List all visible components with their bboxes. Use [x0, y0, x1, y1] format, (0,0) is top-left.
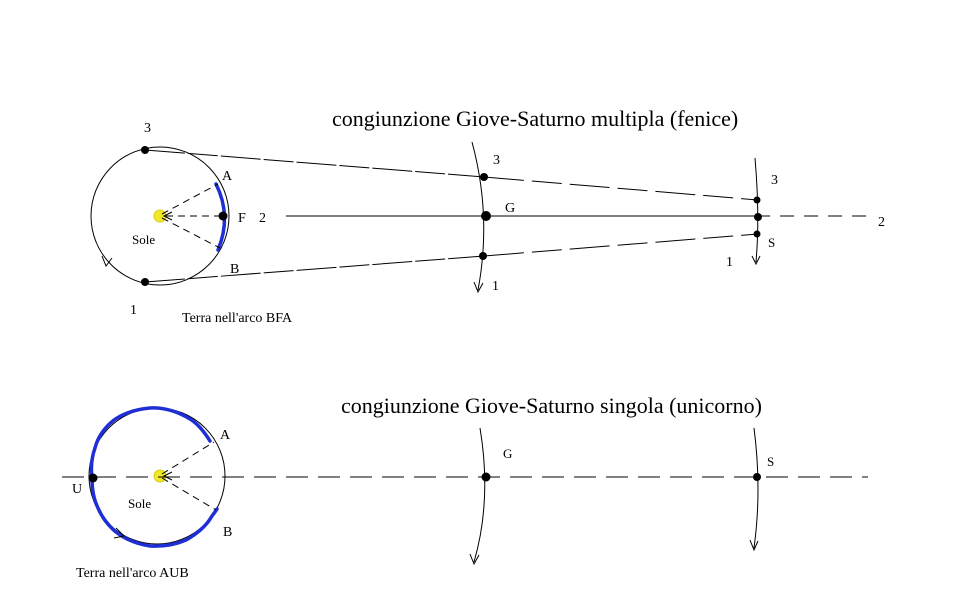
bottom-label-b: B: [223, 525, 232, 540]
top-label-jupiter-1: 1: [492, 279, 499, 294]
top-label-2: 2: [259, 211, 266, 226]
top-earth-orbit: [90, 146, 230, 286]
bottom-diagram: congiunzione Giove-Saturno singola (unic…: [62, 393, 868, 581]
top-caption: Terra nell'arco BFA: [182, 311, 293, 326]
top-label-earth-3: 3: [144, 121, 151, 136]
bottom-title: congiunzione Giove-Saturno singola (unic…: [341, 393, 762, 418]
bottom-saturn-orbit: [753, 427, 759, 549]
bottom-jupiter-orbit: [473, 427, 486, 563]
bottom-point-g: [481, 472, 491, 482]
top-label-saturn-1: 1: [726, 255, 733, 270]
top-sun-label: Sole: [132, 232, 155, 247]
top-sightline-3-near: [144, 149, 485, 178]
top-saturn-orbit: [754, 157, 759, 263]
top-earth-pos-3: [141, 146, 149, 154]
top-label-a: A: [222, 169, 233, 184]
top-saturn-arrow: [751, 255, 761, 266]
top-label-jupiter-3: 3: [493, 153, 500, 168]
top-label-earth-1: 1: [130, 303, 137, 318]
top-sightline-1-far: [483, 233, 759, 257]
top-saturn-pos-3: [753, 196, 761, 204]
bottom-sun-arrowhead: [162, 471, 173, 481]
bottom-saturn-arrow: [749, 539, 759, 552]
top-jupiter-arrow: [473, 281, 484, 294]
top-sightline-1-near: [144, 255, 485, 283]
top-label-b: B: [230, 262, 239, 277]
top-jupiter-pos-1: [479, 252, 487, 260]
top-point-s: [753, 230, 761, 238]
bottom-orbit-arrow: [113, 527, 126, 539]
top-title: congiunzione Giove-Saturno multipla (fen…: [332, 106, 738, 131]
bottom-arc-aub: [89, 406, 219, 548]
top-orbit-arrow: [101, 255, 113, 268]
top-sightline-3-far: [483, 176, 759, 201]
top-label-s: S: [768, 235, 775, 250]
top-sun-to-a: [161, 183, 219, 215]
bottom-jupiter-arrow: [469, 553, 480, 566]
top-sun-to-b: [161, 217, 221, 249]
bottom-point-s: [753, 473, 761, 481]
top-label-f: F: [238, 211, 246, 226]
bottom-sun-to-b: [161, 477, 217, 511]
top-label-g: G: [505, 201, 515, 216]
bottom-point-u: [88, 473, 98, 483]
top-label-saturn-3: 3: [771, 173, 778, 188]
top-saturn-pos-2: [754, 213, 762, 221]
bottom-sun-label: Sole: [128, 496, 151, 511]
bottom-label-a: A: [220, 428, 231, 443]
bottom-label-g: G: [503, 446, 512, 461]
top-earth-pos-1: [141, 278, 149, 286]
bottom-sun-to-a: [161, 441, 215, 475]
top-point-g: [481, 211, 491, 221]
top-label-far-2: 2: [878, 215, 885, 230]
bottom-label-s: S: [767, 454, 774, 469]
bottom-label-u: U: [72, 482, 82, 497]
top-diagram: congiunzione Giove-Saturno multipla (fen…: [90, 106, 885, 326]
top-jupiter-pos-3: [480, 173, 488, 181]
top-sun-arrowhead: [162, 211, 173, 221]
top-point-f: [218, 211, 228, 221]
bottom-caption: Terra nell'arco AUB: [76, 566, 189, 581]
